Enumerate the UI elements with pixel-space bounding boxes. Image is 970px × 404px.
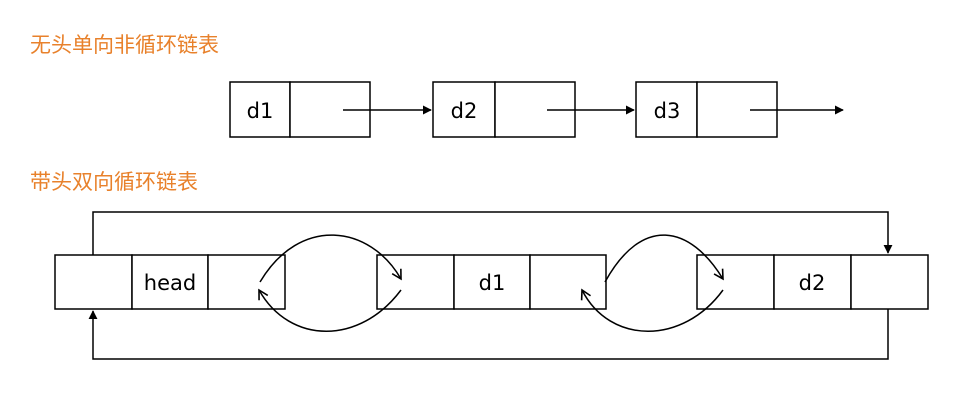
circular-next-link-arrow — [88, 309, 889, 360]
node-label: d1 — [247, 99, 274, 123]
prev-cell — [54, 254, 133, 310]
next-pointer-arrow — [604, 234, 724, 283]
next-cell — [529, 254, 607, 310]
node-label: d2 — [799, 271, 826, 295]
doubly-node-head: head — [54, 254, 286, 310]
singly-linked-list-title: 无头单向非循环链表 — [30, 33, 219, 57]
singly-node-d3: d3 — [635, 81, 778, 138]
node-data-cell — [635, 81, 698, 138]
node-label: d2 — [451, 99, 478, 123]
next-cell — [850, 254, 929, 310]
circular-prev-link-arrow — [92, 211, 893, 255]
node-label: d3 — [654, 99, 681, 123]
doubly-linked-list-title: 带头双向循环链表 — [30, 170, 198, 194]
node-data-cell — [229, 81, 291, 138]
prev-cell — [376, 254, 455, 310]
node-label: d1 — [479, 271, 506, 295]
node-label: head — [144, 271, 196, 295]
prev-pointer-arrow — [258, 288, 402, 332]
prev-pointer-arrow — [580, 288, 724, 332]
prev-cell — [696, 254, 775, 310]
data-cell — [773, 254, 852, 310]
doubly-node-d2: d2 — [696, 254, 929, 310]
next-pointer-arrow — [259, 234, 402, 283]
node-data-cell — [432, 81, 496, 138]
doubly-node-d1: d1 — [376, 254, 607, 310]
